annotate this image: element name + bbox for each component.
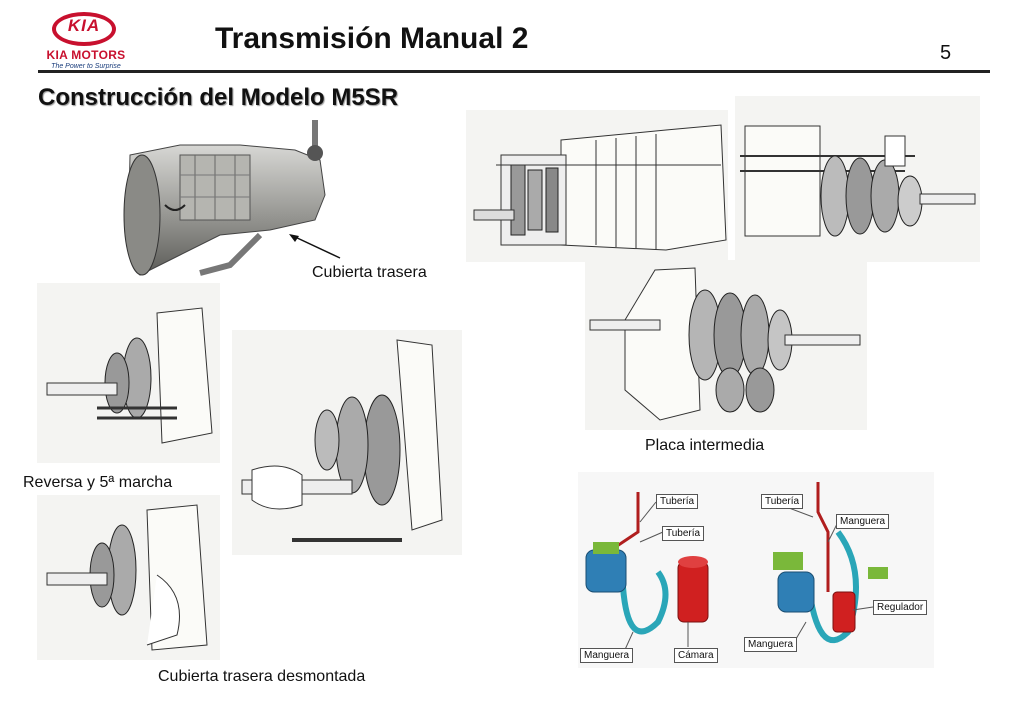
label-manguera-3: Manguera <box>744 637 798 652</box>
label-manguera-2: Manguera <box>580 648 634 663</box>
reverse-fifth-gear-diagram <box>37 283 220 463</box>
gear-shafts-diagram <box>735 96 980 262</box>
caption-rear-cover: Cubierta trasera <box>312 264 427 281</box>
caption-reverse-fifth: Reversa y 5ª marcha <box>23 474 173 491</box>
logo-motors-text: KIA MOTORS <box>46 48 126 62</box>
intermediate-plate-diagram <box>585 260 867 430</box>
transmission-photo <box>120 115 350 280</box>
label-camara: Cámara <box>674 648 718 663</box>
label-regulador: Regulador <box>873 600 928 615</box>
rear-cover-removal-left-diagram <box>37 495 220 660</box>
section-subtitle: Construcción del Modelo M5SR <box>38 84 399 111</box>
rear-cover-removal-right-diagram <box>232 330 462 555</box>
label-tuberia-3: Tubería <box>761 494 804 509</box>
slide-title: Transmisión Manual 2 <box>215 22 529 55</box>
logo-tagline: The Power to Surprise <box>51 63 121 70</box>
gearbox-housing-diagram <box>466 110 728 262</box>
header-divider <box>38 70 990 73</box>
kia-motors-logo: KIA KIA MOTORS The Power to Surprise <box>30 10 140 70</box>
label-tuberia-1: Tubería <box>656 494 699 509</box>
label-manguera-1: Manguera <box>836 514 890 529</box>
pointer-arrow <box>289 234 341 259</box>
logo-oval <box>52 12 116 46</box>
caption-intermediate-plate: Placa intermedia <box>645 437 765 454</box>
caption-rear-cover-removed: Cubierta trasera desmontada <box>158 668 366 685</box>
logo-kia-text: KIA <box>67 16 101 35</box>
clutch-hydraulic-diagram: Tubería Tubería Tubería Manguera Manguer… <box>578 472 934 668</box>
label-tuberia-2: Tubería <box>662 526 705 541</box>
page-number: 5 <box>940 42 952 64</box>
